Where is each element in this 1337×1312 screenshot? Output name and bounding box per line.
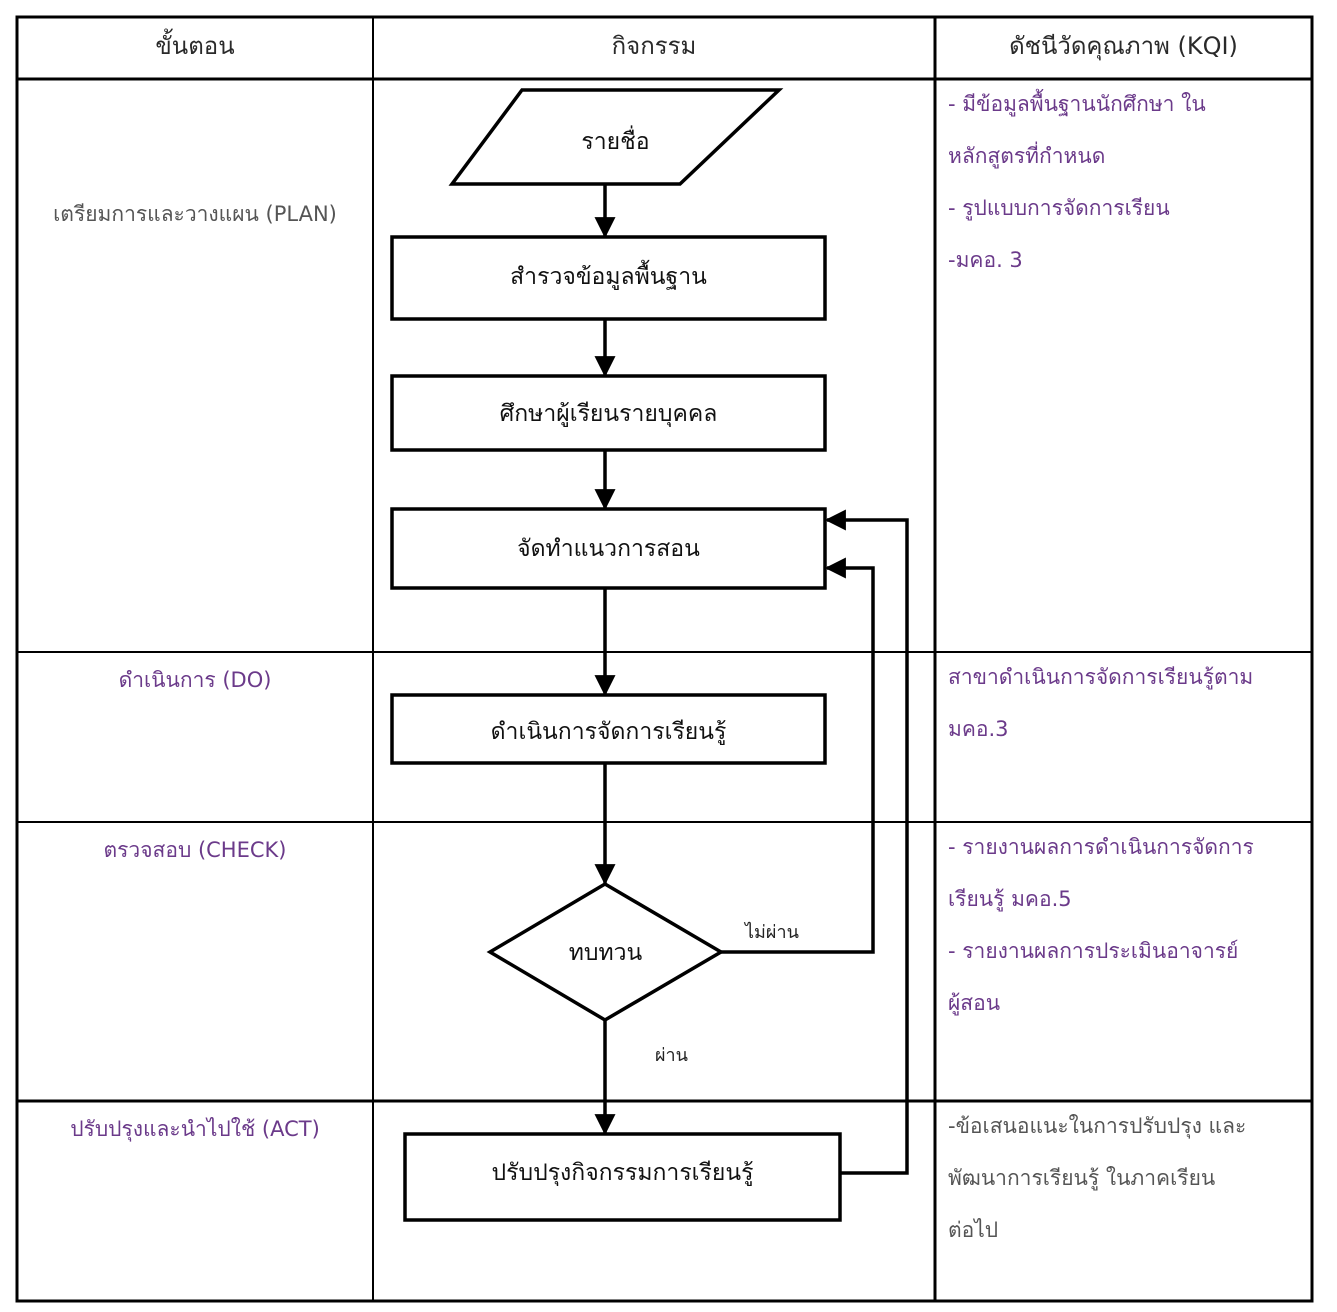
- table-border: [15, 15, 1314, 1303]
- kqi-plan: - มีข้อมูลพื้นฐานนักศึกษา ใน หลักสูตรที่…: [948, 78, 1308, 286]
- kqi-act: -ข้อเสนอแนะในการปรับปรุง และ พัฒนาการเรี…: [948, 1100, 1308, 1256]
- node-process-improve: [403, 1132, 842, 1222]
- edge-label-fail: ไม่ผ่าน: [745, 922, 799, 943]
- kqi-line: -ข้อเสนอแนะในการปรับปรุง และ: [948, 1114, 1247, 1138]
- kqi-line: หลักสูตรที่กำหนด: [948, 144, 1106, 168]
- kqi-line: - รายงานผลการดำเนินการจัดการ: [948, 835, 1254, 859]
- node-label-conduct-learning: ดำเนินการจัดการเรียนรู้: [490, 719, 727, 745]
- phase-label-check: ตรวจสอบ (CHECK): [103, 838, 287, 862]
- phase-label-plan: เตรียมการและวางแผน (PLAN): [53, 202, 337, 226]
- kqi-line: - รายงานผลการประเมินอาจารย์: [948, 939, 1239, 963]
- phase-label-act: ปรับปรุงและนำไปใช้ (ACT): [70, 1117, 320, 1141]
- node-process-conduct-learning: [390, 693, 827, 765]
- edge-n7-n4-loop: [824, 509, 909, 1175]
- kqi-line: ผู้สอน: [948, 991, 1001, 1015]
- phase-label-do: ดำเนินการ (DO): [118, 668, 272, 692]
- kqi-line: - มีข้อมูลพื้นฐานนักศึกษา ใน: [948, 92, 1206, 116]
- kqi-check: - รายงานผลการดำเนินการจัดการ เรียนรู้ มค…: [948, 821, 1308, 1029]
- kqi-line: เรียนรู้ มคอ.5: [948, 887, 1072, 911]
- header-kqi: ดัชนีวัดคุณภาพ (KQI): [1009, 32, 1238, 60]
- header-activities: กิจกรรม: [611, 32, 697, 60]
- kqi-line: มคอ.3: [948, 717, 1009, 741]
- node-label-review: ทบทวน: [568, 940, 643, 966]
- node-label-teaching-plan: จัดทำแนวการสอน: [517, 536, 700, 562]
- node-process-teaching-plan: [390, 507, 827, 590]
- table-grid: [15, 15, 1314, 1303]
- edge-n6-n4-fail: [721, 557, 875, 954]
- kqi-line: - รูปแบบการจัดการเรียน: [948, 196, 1170, 220]
- kqi-line: ต่อไป: [948, 1218, 999, 1242]
- kqi-line: สาขาดำเนินการจัดการเรียนรู้ตาม: [948, 665, 1254, 689]
- kqi-do: สาขาดำเนินการจัดการเรียนรู้ตาม มคอ.3: [948, 651, 1308, 755]
- node-label-improve: ปรับปรุงกิจกรรมการเรียนรู้: [491, 1160, 754, 1186]
- edge-label-pass: ผ่าน: [655, 1045, 688, 1066]
- kqi-line: -มคอ. 3: [948, 248, 1023, 272]
- node-label-survey: สำรวจข้อมูลพื้นฐาน: [510, 264, 707, 290]
- header-steps: ขั้นตอน: [155, 32, 235, 60]
- node-label-names: รายชื่อ: [581, 129, 650, 155]
- kqi-line: พัฒนาการเรียนรู้ ในภาคเรียน: [948, 1166, 1216, 1190]
- node-label-study-learners: ศึกษาผู้เรียนรายบุคคล: [499, 401, 718, 427]
- node-parallelogram-names: [448, 88, 784, 186]
